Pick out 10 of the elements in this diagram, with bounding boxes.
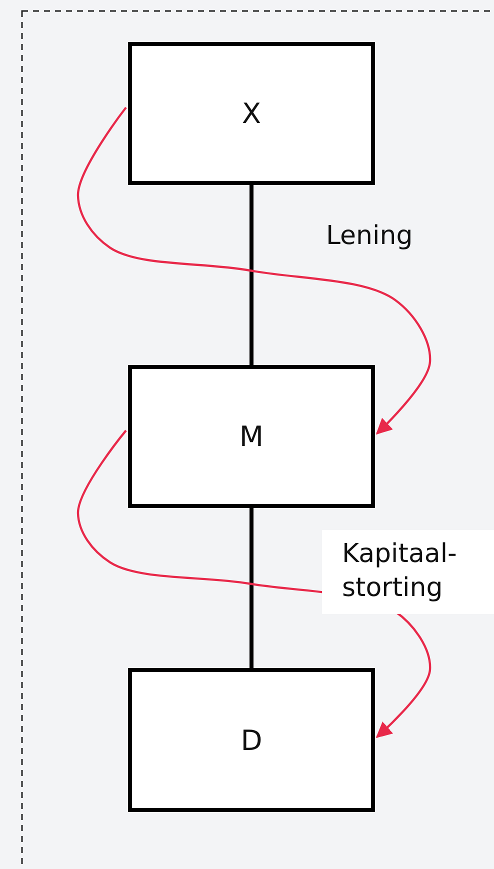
entity-box (128, 668, 375, 812)
entity-box (128, 42, 375, 185)
entity-label: D (240, 724, 262, 756)
edge-label: Kapitaal- storting (322, 530, 494, 614)
connector-line (250, 508, 254, 668)
entity-box (128, 365, 375, 508)
entity-label: X (242, 97, 262, 130)
curved-arrow (76, 106, 432, 435)
connector-line (250, 185, 254, 365)
entity-label: M (239, 420, 264, 453)
